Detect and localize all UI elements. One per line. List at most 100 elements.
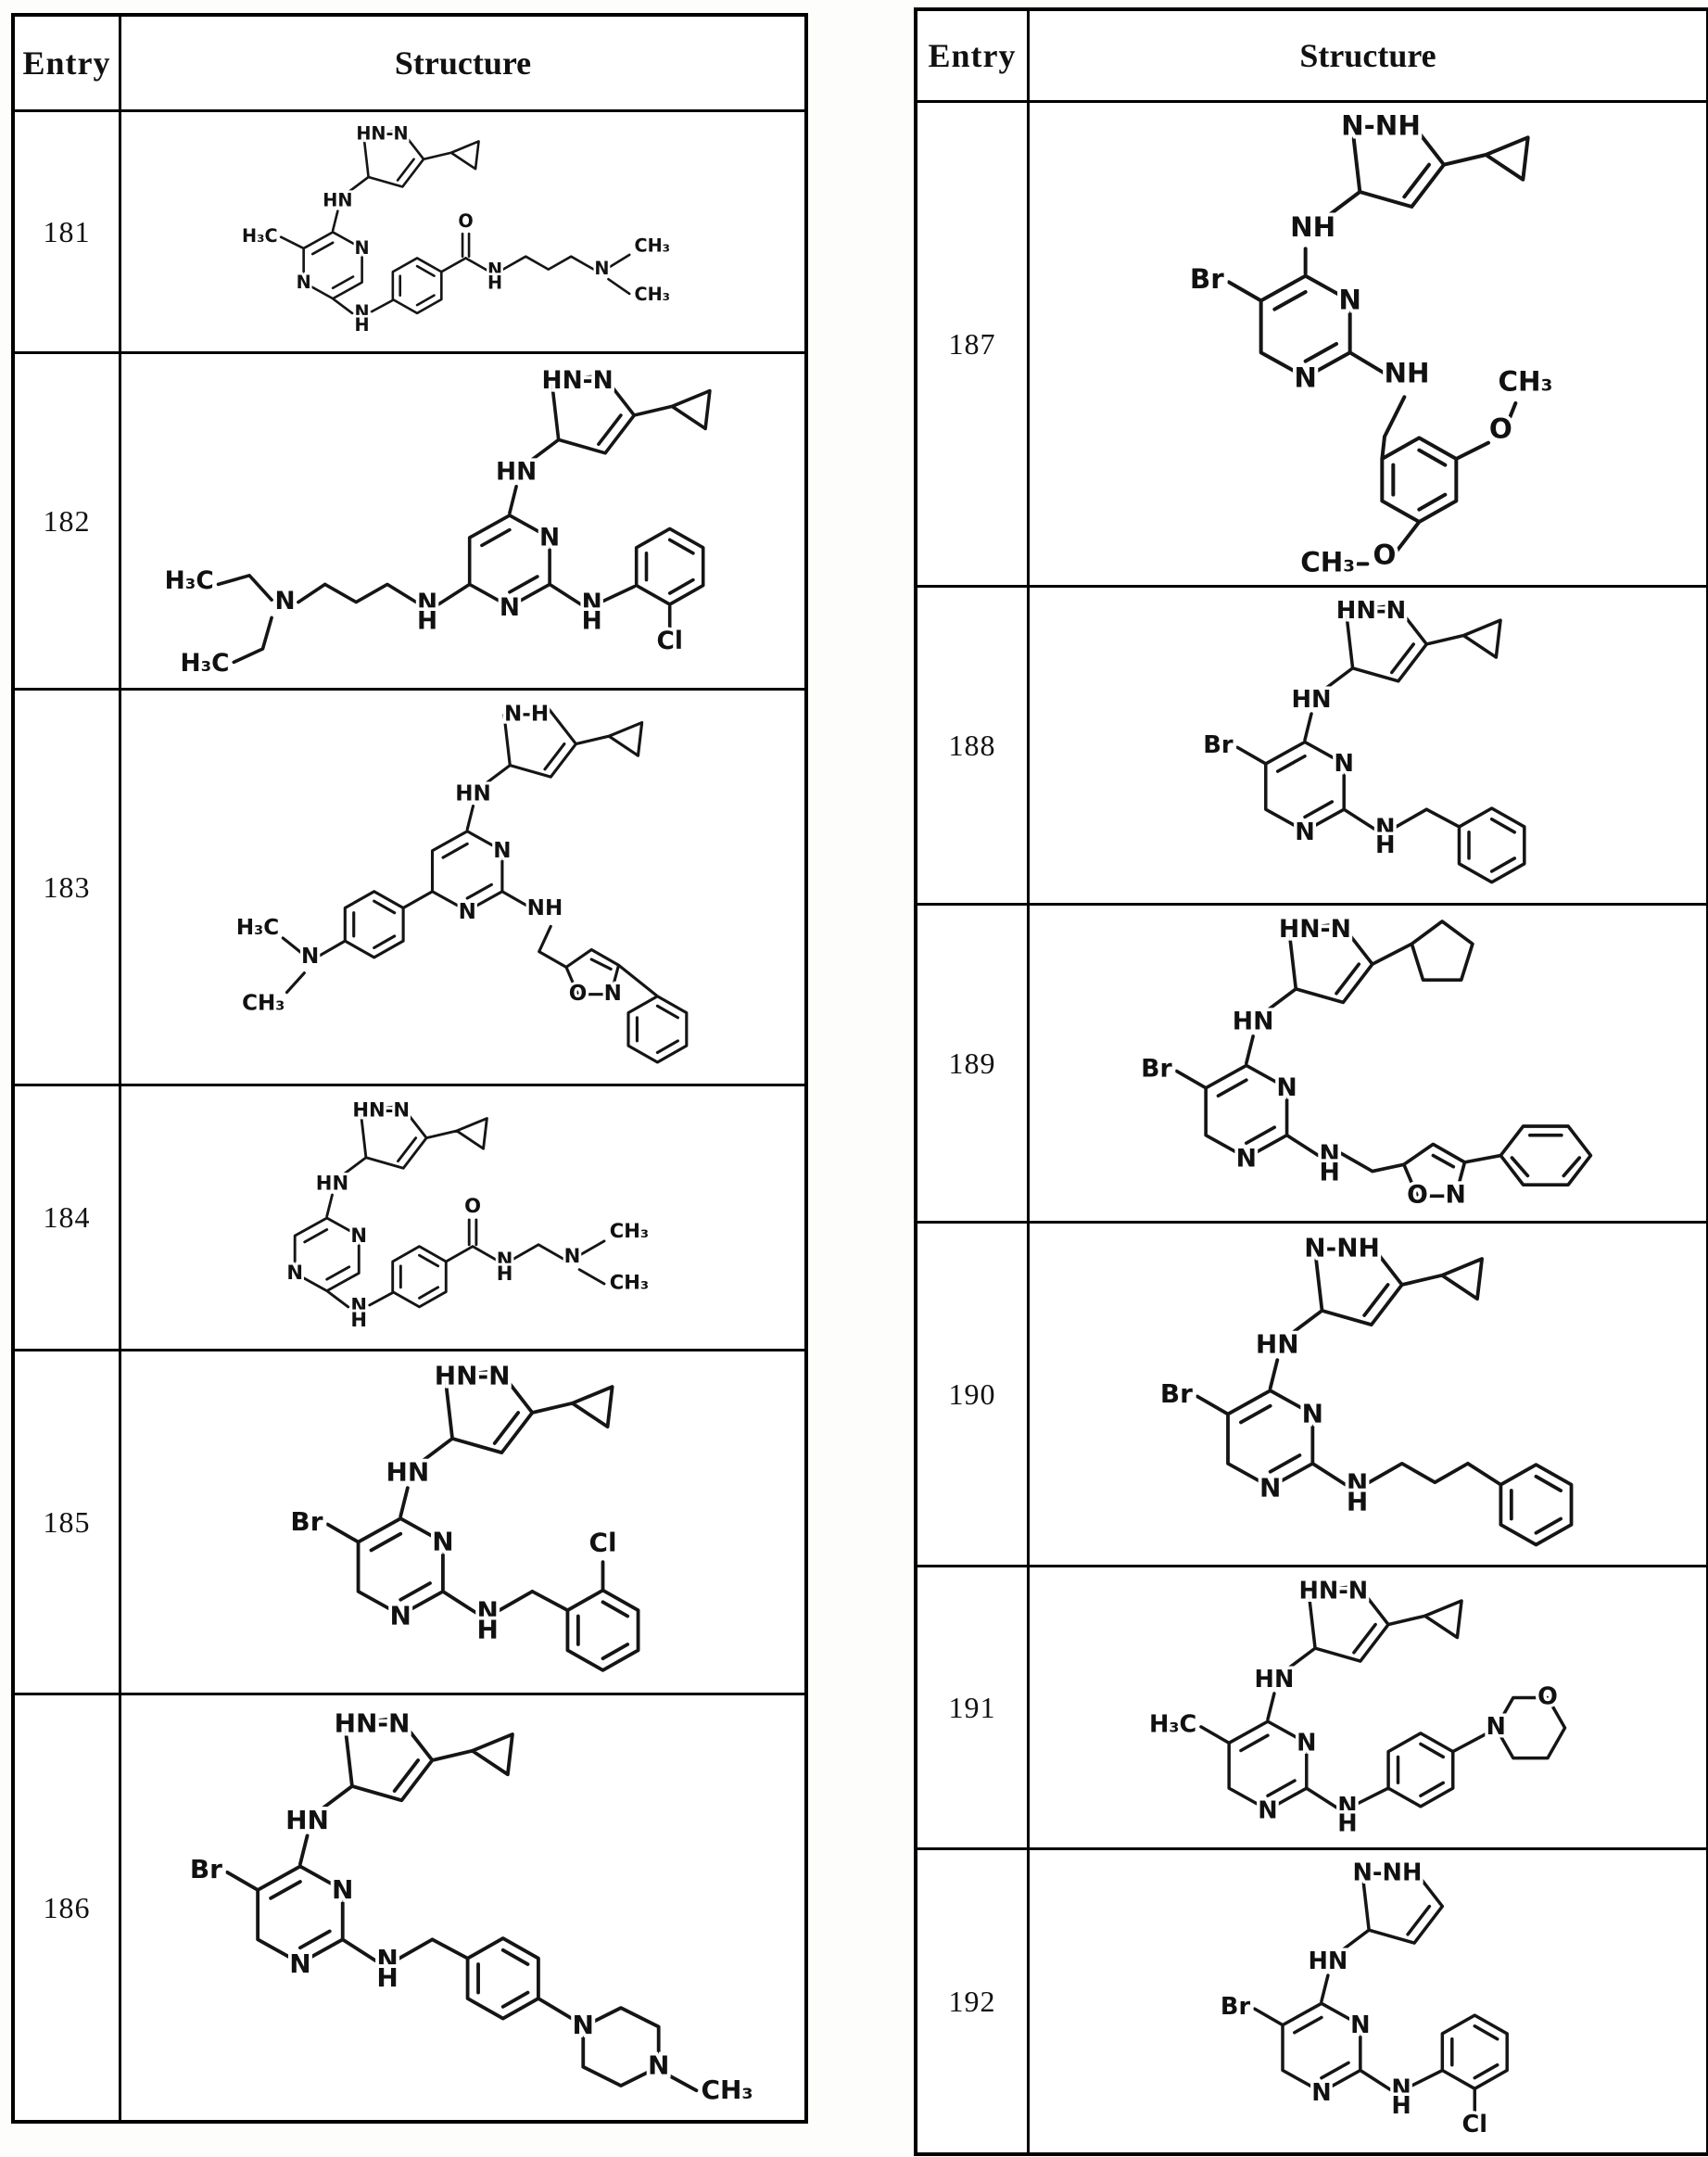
atom-label: HN	[1308, 1948, 1347, 1975]
atom-label: CH₃	[242, 991, 285, 1015]
table-row: 181 HN-N HN H₃C N N N H O N H N CH₃ CH₃	[15, 109, 804, 351]
structure-drawing-184: HN-N HN N N N H O N H N CH₃ CH₃	[284, 1096, 652, 1334]
atom-label: H₃C	[242, 225, 278, 247]
entry-number: 192	[917, 1850, 1030, 2152]
atom-label: O	[1407, 1181, 1428, 1210]
atom-label: O	[569, 982, 588, 1006]
entry-number: 188	[917, 588, 1030, 903]
atom-label: N	[476, 1595, 498, 1626]
entry-column-header: Entry	[917, 11, 1030, 100]
atom-label: N	[1294, 362, 1317, 394]
entry-number: 187	[917, 103, 1030, 585]
atom-label: H	[1391, 2092, 1411, 2120]
atom-label: N	[1347, 1467, 1368, 1498]
atom-label: Br	[1190, 263, 1224, 295]
bonds	[1174, 920, 1593, 1199]
table-row: 190 N-NH HN Br N N N H	[917, 1221, 1706, 1565]
atom-label: CH₃	[634, 284, 670, 305]
entry-number: 182	[15, 354, 121, 688]
table-row: 192 N-NH HN Br N N N H Cl	[917, 1847, 1706, 2152]
structure-drawing-181: HN-N HN H₃C N N N H O N H N CH₃ CH₃	[239, 121, 672, 338]
structure-drawing-192: N-NH HN Br N N N H Cl	[1217, 1856, 1509, 2141]
atom-label: N	[376, 1944, 398, 1974]
atom-label: N	[564, 1244, 581, 1267]
atom-label: Cl	[656, 627, 682, 655]
structure-cell: HN-N HN H₃C N N N H O N H N CH₃ CH₃	[121, 112, 804, 351]
atom-label: Cl	[588, 1528, 616, 1558]
atom-label: HN-N	[352, 1098, 410, 1122]
atom-label: N	[1259, 1472, 1281, 1503]
atom-label: N	[594, 258, 609, 279]
atom-label: HN	[1233, 1008, 1274, 1036]
bonds	[225, 1716, 699, 2093]
structure-drawing-190: N-NH HN Br N N N H	[1157, 1229, 1574, 1547]
atom-label: H	[1375, 831, 1396, 859]
atom-label: CH₃	[1499, 366, 1553, 398]
atom-label: N	[390, 1600, 411, 1630]
atom-label: O	[1537, 1683, 1558, 1711]
structure-drawing-183: N-H HN N N H₃C N CH₃ NH O N	[234, 699, 689, 1064]
structure-drawing-188: HN-N HN Br N N N H	[1200, 593, 1526, 884]
atom-label: N-NH	[1341, 110, 1421, 142]
atom-label: N	[1446, 1181, 1466, 1210]
atom-label: Br	[1160, 1378, 1193, 1409]
atom-label: HN	[1255, 1666, 1295, 1694]
structure-drawing-185: HN-N HN Br N N N H Cl	[287, 1357, 640, 1672]
atom-label: O	[458, 210, 473, 232]
atom-label: CH₃	[634, 235, 670, 256]
atom-label: NH	[527, 896, 563, 920]
atom-label: N	[350, 1224, 367, 1247]
atom-label: O	[1373, 539, 1397, 570]
atom-label: N	[1297, 1729, 1316, 1757]
atom-label: N	[1487, 1713, 1506, 1741]
table-row: 189 HN-N HN Br N N N H O N	[917, 903, 1706, 1221]
structure-drawing-191: HN-N HN H₃C N N N H N O	[1146, 1574, 1567, 1841]
atom-label: N	[350, 1294, 367, 1317]
atom-label: N	[604, 982, 622, 1006]
atom-label: H	[1337, 1810, 1357, 1838]
atom-label: N	[1338, 285, 1361, 316]
table-row: 184 HN-N HN N N N H O N H N CH₃ CH₃	[15, 1084, 804, 1349]
structure-drawing-186: HN-N HN Br N N N H N N CH₃	[186, 1705, 756, 2109]
structure-drawing-182: HN-N HN N N N H N H₃C H₃C N H Cl	[161, 363, 712, 681]
structure-column-header: Structure	[1299, 37, 1436, 74]
atom-label: HN	[496, 458, 537, 487]
atom-label: N	[1295, 818, 1315, 846]
atom-label: CH₃	[701, 2075, 753, 2105]
bonds	[293, 1104, 606, 1309]
table-row: 183 N-H HN N N H₃C N CH₃ NH O N	[15, 688, 804, 1084]
atom-label: Br	[290, 1506, 323, 1537]
bonds	[1227, 118, 1530, 566]
atom-label: O	[464, 1194, 481, 1217]
table-row: 185 HN-N HN Br N N N H Cl	[15, 1349, 804, 1693]
atom-label: N	[297, 272, 311, 293]
atom-label: Br	[1203, 731, 1234, 759]
atom-label: N	[1391, 2075, 1411, 2102]
atom-label: HN-N	[1279, 915, 1351, 944]
atom-label: H	[376, 1962, 398, 1993]
entry-number: 185	[15, 1351, 121, 1693]
atom-label: N	[1350, 2011, 1370, 2039]
atom-label: N	[432, 1526, 453, 1556]
atom-label: N	[332, 1874, 353, 1905]
atom-label: N	[1302, 1398, 1323, 1428]
structure-cell: HN-N HN Br N N N H Cl	[121, 1351, 804, 1693]
atom-label: N	[487, 260, 502, 281]
atom-label: N	[355, 237, 370, 259]
atom-label: HN	[386, 1457, 429, 1488]
entry-column-header: Entry	[15, 17, 121, 109]
structure-cell: HN-N HN N N N H O N H N CH₃ CH₃	[121, 1086, 804, 1349]
atom-label: N	[1236, 1145, 1257, 1174]
atom-label: N-NH	[1304, 1233, 1380, 1263]
table-row: 191 HN-N HN H₃C N N N H N O	[917, 1565, 1706, 1847]
atom-label: O	[1489, 412, 1512, 444]
entry-number: 186	[15, 1695, 121, 2120]
atom-label: N	[289, 1948, 310, 1979]
bonds	[1199, 1584, 1567, 1812]
right-table: Entry Structure 187 N-NH NH Br N N NH O …	[914, 7, 1708, 2156]
atom-label: H₃C	[180, 649, 229, 678]
atom-label: H	[417, 606, 437, 635]
atom-label: N	[1375, 814, 1396, 842]
atom-label: N	[1334, 750, 1354, 778]
structure-cell: HN-N HN Br N N N H O N	[1030, 906, 1706, 1221]
